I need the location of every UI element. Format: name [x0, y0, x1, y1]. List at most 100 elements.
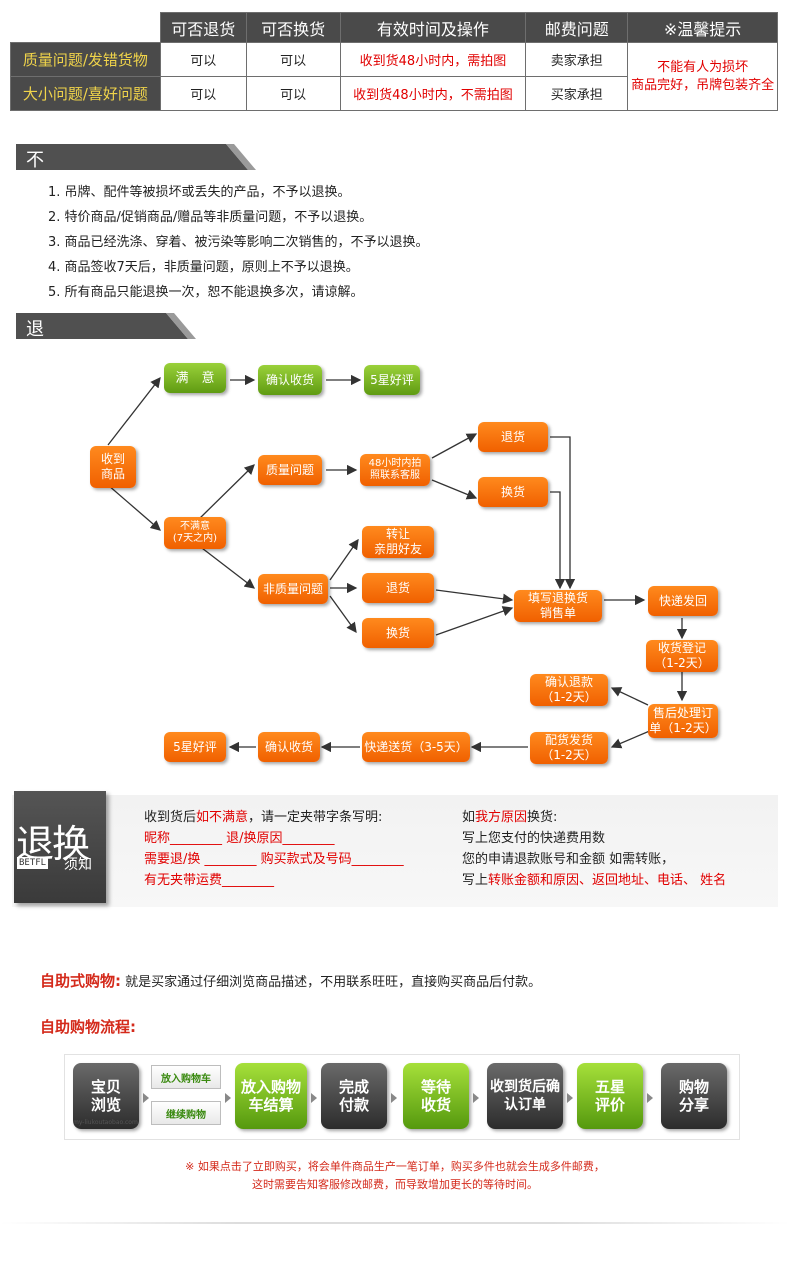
node-text: （1-2天）	[541, 748, 597, 762]
row-label: 大小问题/喜好问题	[10, 76, 161, 111]
list-item: 5. 所有商品只能退换一次，恕不能退换多次，请谅解。	[48, 285, 364, 300]
node-contact-service: 48小时内拍照联系客服	[360, 454, 430, 486]
tip-line-1: 不能有人为损坏	[657, 59, 749, 75]
node-confirm-receipt-top: 确认收货	[258, 365, 322, 395]
node-text: 配货发货	[544, 733, 593, 747]
node-text: （1-2天）	[541, 690, 597, 704]
node-text: 收货登记	[657, 641, 706, 655]
node-text: 亲朋好友	[373, 542, 422, 556]
footer-divider	[0, 1222, 790, 1224]
list-item: 2. 特价商品/促销商品/赠品等非质量问题，不予以退换。	[48, 210, 373, 225]
node-text: (7天之内)	[172, 533, 218, 544]
step-text: 五星评价	[594, 1078, 625, 1114]
tip-line-2: 商品完好，吊牌包装齐全	[631, 77, 775, 93]
add-to-cart-button: 放入购物车	[151, 1065, 221, 1089]
note-line-2: 这时需要告知客服修改邮费，而导致增加更长的等待时间。	[252, 1178, 538, 1191]
arrow-right-icon	[647, 1093, 653, 1103]
notice-right-line-4: 写上转账金额和原因、返回地址、电话、 姓名	[462, 870, 726, 891]
text: 如	[462, 810, 476, 825]
step-text: 完成付款	[338, 1078, 369, 1114]
header-time: 有效时间及操作	[339, 12, 527, 43]
notice-left-line-2: 昵称________ 退/换原因________	[144, 831, 335, 846]
step-text: 放入购物车结算	[240, 1078, 301, 1114]
node-text: 单（1-2天）	[649, 721, 717, 735]
node-confirm-refund: 确认退款（1-2天）	[530, 674, 608, 706]
cell-return: 可以	[159, 76, 247, 111]
node-receive-goods: 收到商品	[90, 446, 136, 488]
node-text: 售后处理订	[652, 706, 713, 720]
notice-left-line-1: 收到货后如不满意，请一定夹带字条写明:	[144, 807, 404, 828]
list-item: 3. 商品已经洗涤、穿着、被污染等影响二次销售的，不予以退换。	[48, 235, 429, 250]
list-item: 4. 商品签收7天后，非质量问题，原则上不予以退换。	[48, 260, 359, 275]
arrow-right-icon	[311, 1093, 317, 1103]
node-after-sale: 售后处理订单（1-2天）	[648, 704, 718, 738]
highlight-text: 转账金额和原因、返回地址、电话、 姓名	[488, 873, 727, 888]
step-rate: 五星评价	[577, 1063, 643, 1129]
node-receive-register: 收货登记（1-2天）	[646, 640, 718, 672]
cell-exchange: 可以	[245, 42, 341, 77]
arrow-right-icon	[391, 1093, 397, 1103]
header-exchange: 可否换货	[245, 12, 341, 43]
node-text: 收到	[100, 452, 125, 466]
flow-arrows	[107, 374, 688, 753]
notice-right-line-2: 写上您支付的快递费用数	[462, 831, 606, 846]
arrow-right-icon	[143, 1093, 149, 1103]
node-return-nonquality: 退货	[362, 573, 434, 603]
node-text: 照联系客服	[369, 470, 420, 481]
notice-band: 退换 BETFL 须知 收到货后如不满意，请一定夹带字条写明: 昵称______…	[12, 791, 778, 907]
node-return-quality: 退货	[478, 422, 548, 452]
self-service-text: 就是买家通过仔细浏览商品描述，不用联系旺旺，直接购买商品后付款。	[125, 975, 542, 990]
notice-left-line-4: 有无夹带运费________	[144, 873, 275, 888]
node-exchange-quality: 换货	[478, 477, 548, 507]
policy-table: 可否退货 可否换货 有效时间及操作 邮费问题 ※温馨提示 质量问题/发错货物 可…	[10, 12, 778, 111]
heading-banner-shape	[16, 144, 256, 170]
notice-logo: 退换 BETFL 须知	[14, 791, 106, 903]
header-blank	[10, 12, 161, 43]
node-express-delivery: 快递送货（3-5天）	[362, 732, 470, 762]
step-text: 购物分享	[678, 1078, 709, 1114]
arrow-right-icon	[473, 1093, 479, 1103]
node-text: 填写退换货	[527, 591, 588, 605]
step-text: 收到货后确认订单	[490, 1079, 560, 1113]
node-non-quality-issue: 非质量问题	[258, 574, 328, 604]
text: 换货:	[527, 810, 558, 825]
node-text: 48小时内拍	[368, 458, 422, 469]
self-service-label: 自助式购物:	[40, 972, 121, 990]
arrow-right-icon	[567, 1093, 573, 1103]
cell-exchange: 可以	[245, 76, 341, 111]
step-pay: 完成付款	[321, 1063, 387, 1129]
cell-time: 收到货48小时内，不需拍图	[339, 76, 527, 111]
cell-postage: 卖家承担	[525, 42, 629, 77]
text: 写上	[462, 873, 489, 888]
node-transfer-friends: 转让亲朋好友	[362, 526, 434, 558]
step-cart-checkout: 放入购物车结算	[235, 1063, 307, 1129]
node-unsatisfied: 不满意(7天之内)	[164, 517, 226, 549]
cell-time: 收到货48小时内，需拍图	[339, 42, 527, 77]
step-text: 等待收货	[420, 1078, 451, 1114]
node-text: 商品	[100, 467, 125, 481]
self-service-desc: 自助式购物: 就是买家通过仔细浏览商品描述，不用联系旺旺，直接购买商品后付款。	[40, 970, 541, 991]
node-five-star-top: 5星好评	[364, 365, 420, 395]
note-line-1: ※ 如果点击了立即购买，将会单件商品生产一笔订单，购买多件也就会生成多件邮费，	[185, 1160, 605, 1173]
node-text: 转让	[385, 527, 410, 541]
step-wait: 等待收货	[403, 1063, 469, 1129]
no-return-list: 1. 吊牌、配件等被损坏或丢失的产品，不予以退换。 2. 特价商品/促销商品/赠…	[48, 180, 429, 305]
process-flowchart: 收到商品 满 意 确认收货 5星好评 不满意(7天之内) 质量问题 48小时内拍…	[0, 350, 790, 770]
arrow-right-icon	[225, 1093, 231, 1103]
highlight-text: 我方原因	[475, 810, 528, 825]
node-dispatch: 配货发货（1-2天）	[530, 732, 608, 764]
step-confirm-order: 收到货后确认订单	[487, 1063, 563, 1129]
step-share: 购物分享	[661, 1063, 727, 1129]
header-tip: ※温馨提示	[627, 12, 778, 43]
notice-left: 收到货后如不满意，请一定夹带字条写明: 昵称________ 退/换原因____…	[144, 807, 404, 891]
node-text: （1-2天）	[654, 656, 710, 670]
logo-brand: BETFL	[17, 857, 49, 869]
notice-right: 如我方原因换货: 写上您支付的快递费用数 您的申请退款账号和金额 如需转账， 写…	[462, 807, 726, 891]
node-text: 不满意	[179, 521, 210, 532]
cell-return: 可以	[159, 42, 247, 77]
node-quality-issue: 质量问题	[258, 455, 322, 485]
heading-banner-shape	[16, 313, 196, 339]
node-fill-form: 填写退换货销售单	[514, 590, 602, 622]
process-title: 退换货的流程	[26, 319, 44, 470]
cell-postage: 买家承担	[525, 76, 629, 111]
